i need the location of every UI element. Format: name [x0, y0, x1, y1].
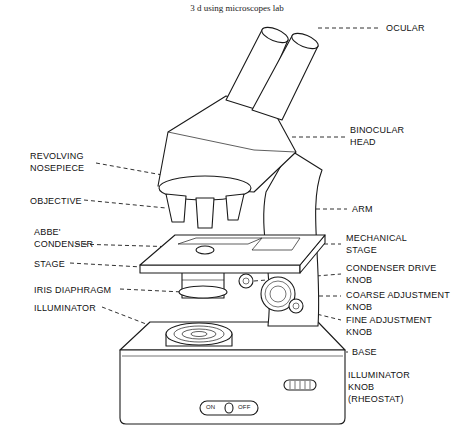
part-label: MECHANICAL STAGE: [346, 232, 421, 256]
part-label: ARM: [352, 203, 412, 215]
stage-part: [140, 235, 325, 265]
part-label: COARSE ADJUSTMENT KNOB: [346, 289, 451, 313]
objectives: [166, 194, 244, 228]
condenser: [179, 272, 227, 298]
rheostat-knob-part: [310, 381, 311, 389]
fine-adjustment-knob: [289, 299, 303, 313]
switch-label: ON: [206, 404, 226, 411]
part-label: CONDENSER DRIVE KNOB: [346, 262, 446, 286]
leader-lines-part: [84, 200, 166, 208]
leader-lines-part: [316, 209, 347, 210]
part-label: OCULAR: [386, 22, 456, 34]
illuminator: [166, 323, 232, 346]
leader-lines-part: [120, 289, 183, 292]
condenser-drive-knob-part: [239, 274, 253, 288]
rheostat-knob-part: [300, 381, 301, 389]
base: [120, 322, 345, 424]
switch-label: OFF: [238, 404, 258, 411]
part-label: STAGE: [34, 258, 94, 270]
objectives-part: [226, 194, 244, 220]
diagram-title: 3 d using microscopes lab: [0, 3, 474, 14]
condenser-part: [179, 286, 227, 298]
illuminator-part: [191, 332, 207, 337]
rheostat-knob: [284, 380, 316, 390]
part-label: BASE: [352, 346, 412, 358]
oculars-part: [260, 24, 290, 46]
coarse-adjustment-knob-part: [265, 281, 291, 307]
condenser-part: [182, 280, 224, 281]
part-label: FINE ADJUSTMENT KNOB: [346, 314, 451, 338]
part-label: BINOCULAR HEAD: [350, 124, 410, 148]
condenser-drive-knob: [239, 274, 253, 288]
power-switch-part: [225, 403, 233, 413]
stage: [140, 235, 325, 273]
part-label: OBJECTIVE: [30, 195, 110, 207]
binocular-head-part: [168, 132, 254, 150]
part-label: IRIS DIAPHRAGM: [34, 284, 134, 296]
part-label: ABBE' CONDENSER: [34, 226, 88, 250]
part-label: ILLUMINATOR KNOB (RHEOSTAT): [348, 369, 418, 405]
stage-part: [178, 238, 262, 244]
oculars: [226, 24, 320, 120]
base-part: [122, 356, 343, 357]
objectives-part: [166, 194, 186, 222]
oculars-part: [290, 30, 320, 52]
power-switch-part: [200, 401, 258, 415]
stage-part: [252, 238, 300, 250]
leader-lines: [70, 28, 380, 385]
condenser-drive-knob-part: [243, 278, 249, 284]
part-label: ILLUMINATOR: [34, 302, 134, 314]
rheostat-knob-part: [305, 381, 306, 389]
part-label: REVOLVING NOSEPIECE: [30, 150, 96, 174]
illuminator-part: [182, 329, 216, 339]
leader-lines-part: [292, 137, 345, 138]
rheostat-knob-part: [295, 381, 296, 389]
illuminator-part: [166, 323, 232, 345]
fine-adjustment-knob-part: [289, 299, 303, 313]
illuminator-part: [174, 326, 224, 342]
leader-lines-part: [318, 28, 380, 29]
objectives-part: [196, 198, 214, 228]
leader-lines-part: [346, 352, 348, 353]
binocular-head-part: [254, 150, 296, 152]
stage-part: [140, 265, 300, 273]
rheostat-knob-part: [284, 380, 316, 390]
rheostat-knob-part: [290, 381, 291, 389]
coarse-adjustment-knob-part: [270, 286, 286, 302]
power-switch: [200, 401, 258, 415]
leader-lines-part: [96, 163, 168, 176]
stage-part: [196, 246, 214, 254]
fine-adjustment-knob-part: [293, 303, 299, 309]
base-part: [120, 350, 345, 424]
